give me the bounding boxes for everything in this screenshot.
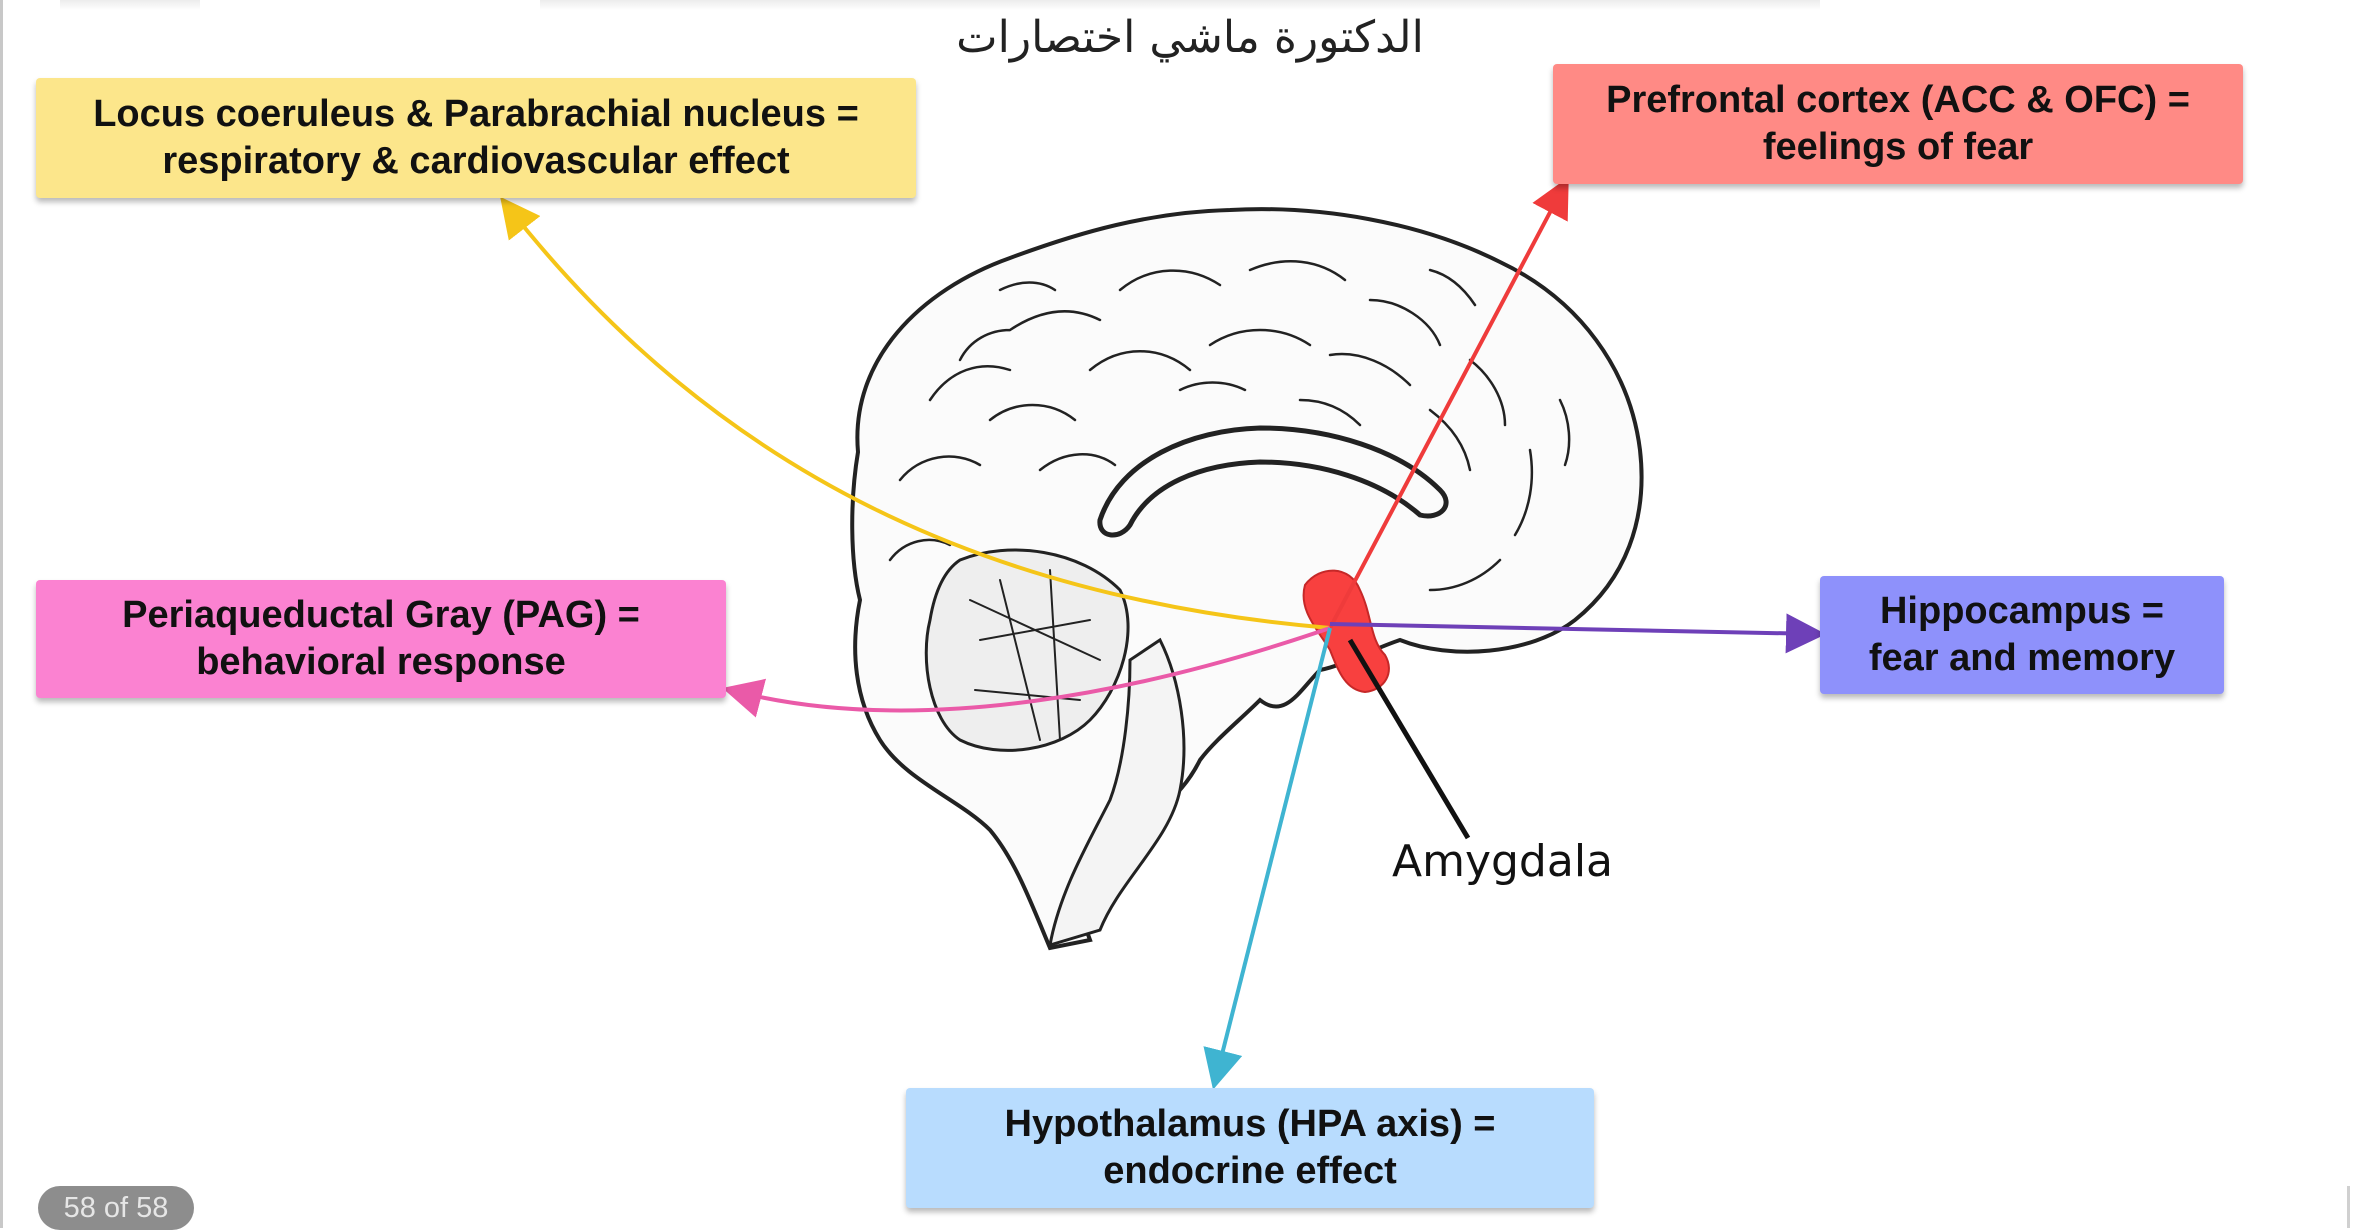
pag-line1: Periaqueductal Gray (PAG) = <box>122 594 640 636</box>
periaqueductal-gray-box: Periaqueductal Gray (PAG) = behavioral r… <box>36 580 726 698</box>
hippocampus-line2: fear and memory <box>1868 637 2176 679</box>
hippocampus-box: Hippocampus = fear and memory <box>1820 576 2224 694</box>
hypothalamus-line1: Hypothalamus (HPA axis) = <box>1004 1103 1496 1145</box>
top-shadow-left <box>60 0 200 10</box>
hypothalamus-box: Hypothalamus (HPA axis) = endocrine effe… <box>906 1088 1594 1208</box>
arrow-to-locus-coeruleus <box>500 196 1331 630</box>
corpus-callosum <box>1097 425 1449 538</box>
prefrontal-line2: feelings of fear <box>1762 126 2034 168</box>
prefrontal-line1: Prefrontal cortex (ACC & OFC) = <box>1606 79 2190 121</box>
pag-line2: behavioral response <box>196 641 566 683</box>
arrow-to-pag <box>722 626 1331 718</box>
brain-illustration <box>850 207 1644 951</box>
page-counter-badge[interactable]: 58 of 58 <box>38 1186 194 1230</box>
amygdala-label: Amygdala <box>1392 836 1614 887</box>
brainstem <box>1048 637 1186 948</box>
prefrontal-cortex-box: Prefrontal cortex (ACC & OFC) = feelings… <box>1553 64 2243 184</box>
locus-coeruleus-line1: Locus coeruleus & Parabrachial nucleus = <box>93 93 859 135</box>
handwritten-title: الدكتورة ماشي اختصارات <box>956 12 1424 63</box>
top-shadow-center <box>540 0 1820 10</box>
hypothalamus-line2: endocrine effect <box>1103 1150 1397 1192</box>
window-left-edge <box>0 0 3 1228</box>
scrollbar-indicator[interactable] <box>2347 1186 2350 1228</box>
hippocampus-line1: Hippocampus = <box>1879 590 2164 632</box>
locus-coeruleus-line2: respiratory & cardiovascular effect <box>162 140 790 182</box>
amygdala-pointer-line <box>1347 638 1471 840</box>
arrow-to-hippocampus <box>1329 613 1826 654</box>
arrow-to-prefrontal <box>1328 176 1569 629</box>
locus-coeruleus-box: Locus coeruleus & Parabrachial nucleus =… <box>36 78 916 198</box>
arrow-to-hypothalamus <box>1203 627 1332 1090</box>
